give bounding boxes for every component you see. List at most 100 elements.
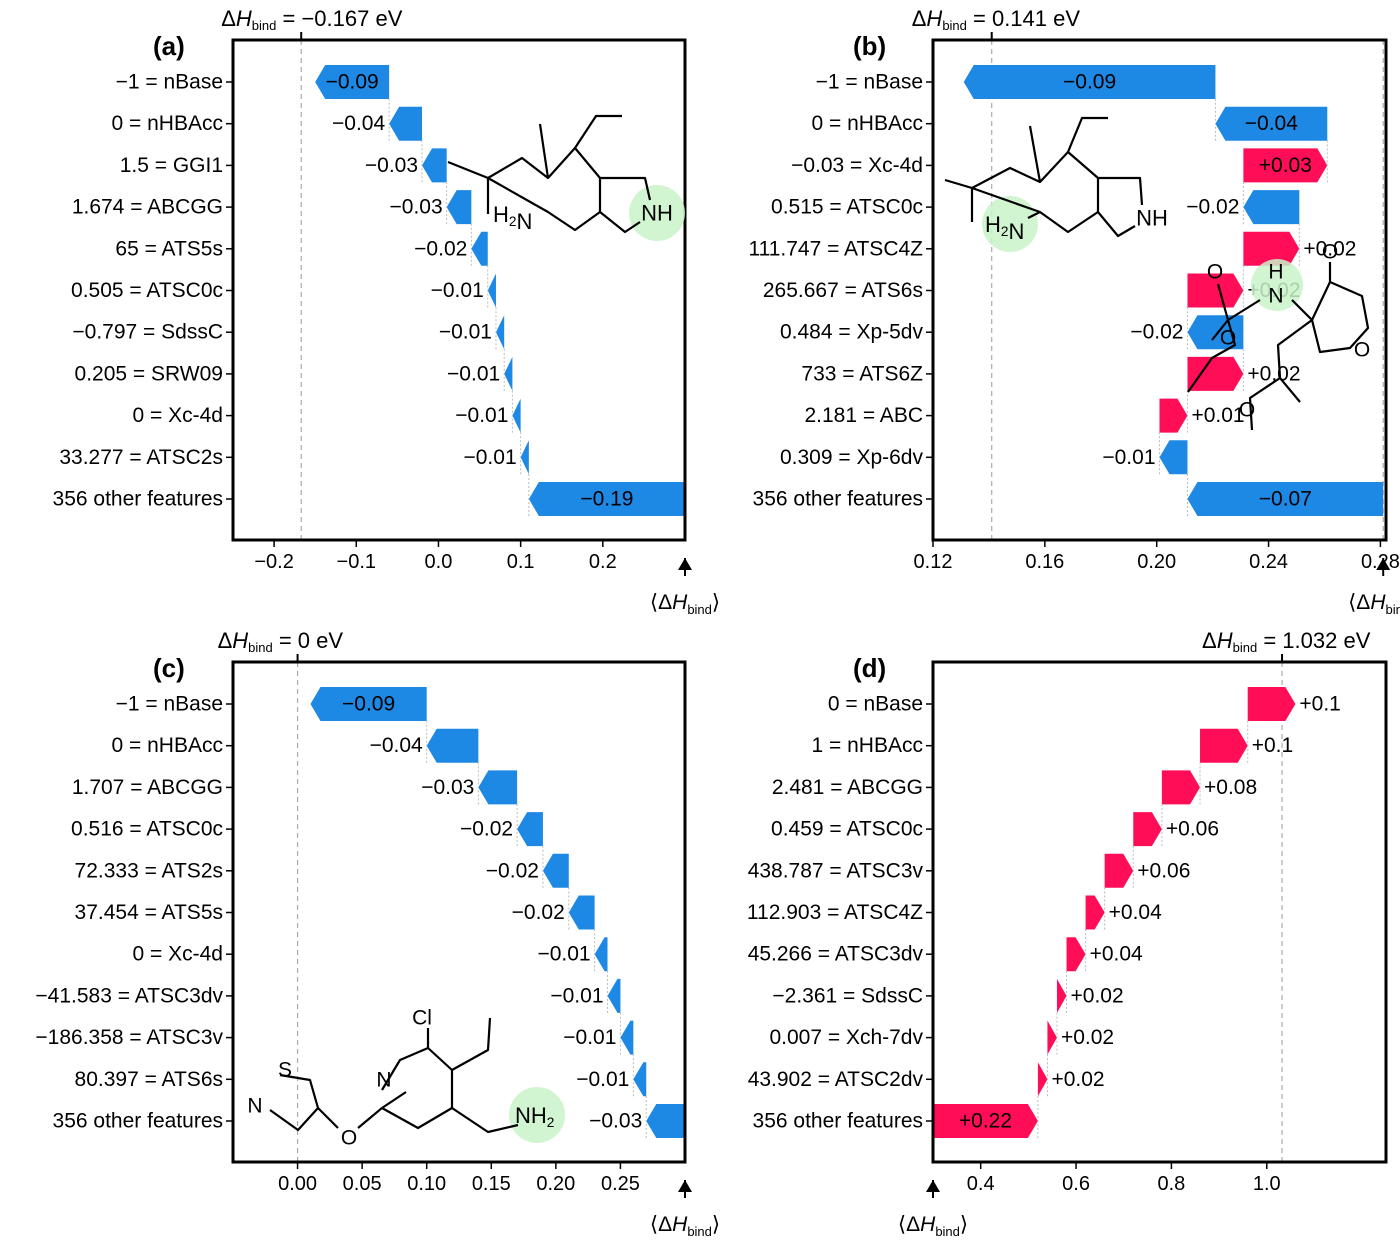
bar-value-label: +0.06 <box>1166 818 1219 841</box>
bar-value-label: −0.04 <box>332 112 385 135</box>
plot-frame <box>231 38 687 542</box>
feature-label: 0.505 = ATSC0c <box>71 279 223 302</box>
molecule-label: O <box>341 1127 357 1150</box>
feature-label: 265.667 = ATS6s <box>763 279 923 302</box>
bar-value-label: −0.01 <box>447 362 500 385</box>
x-tick-label: 0.4 <box>967 1173 995 1195</box>
bar-value-label: +0.1 <box>1252 734 1293 757</box>
waterfall-bar <box>422 148 447 183</box>
molecule-label: O <box>1220 327 1236 350</box>
waterfall-bar <box>1200 728 1248 763</box>
molecule-label: H2N <box>985 212 1024 244</box>
waterfall-bar <box>1187 482 1384 516</box>
feature-label: 0 = nBase <box>828 693 923 716</box>
feature-label: 0.459 = ATSC0c <box>771 818 923 841</box>
waterfall-bar <box>426 728 479 763</box>
waterfall-bar <box>542 853 569 888</box>
feature-label: −1 = nBase <box>116 693 223 716</box>
plot-frame <box>931 660 1388 1164</box>
waterfall-bar <box>633 1062 647 1097</box>
bar-value-label: −0.01 <box>563 1026 616 1049</box>
bar-value-label: −0.19 <box>580 488 633 511</box>
feature-label: 0 = nHBAcc <box>112 112 223 135</box>
bar-value-label: −0.03 <box>589 1110 642 1133</box>
feature-label: 2.481 = ABCGG <box>772 776 923 799</box>
x-tick-label: 0.05 <box>343 1173 382 1195</box>
waterfall-bar <box>620 1020 634 1055</box>
molecule-label: H <box>1268 261 1283 284</box>
waterfall-bar <box>1159 398 1188 433</box>
bar-value-label: +0.08 <box>1204 776 1257 799</box>
bar-value-label: +0.02 <box>1061 1026 1114 1049</box>
bar-value-label: −0.04 <box>370 734 423 757</box>
molecule-label: NH2 <box>515 1103 554 1130</box>
final-value-label: ΔHbind = 0 eV <box>218 628 344 655</box>
highlight-circle <box>509 1087 565 1143</box>
expected-value-label: ⟨ΔHbind⟩ <box>1348 591 1400 617</box>
feature-label: 0.515 = ATSC0c <box>771 196 923 219</box>
feature-label: −0.03 = Xc-4d <box>791 154 923 177</box>
feature-label: 111.747 = ATSC4Z <box>748 237 923 260</box>
x-tick-label: 0.20 <box>1137 551 1176 573</box>
waterfall-bar <box>478 770 518 805</box>
molecule-label: N <box>247 1095 262 1118</box>
x-tick-label: 0.20 <box>536 1173 575 1195</box>
molecule-bonds <box>1187 262 1370 431</box>
molecule-label: S <box>278 1059 292 1082</box>
molecule-label: O <box>1322 241 1338 264</box>
waterfall-bar <box>646 1104 685 1138</box>
feature-label: 33.277 = ATSC2s <box>59 446 223 469</box>
waterfall-bar <box>1243 148 1328 183</box>
waterfall-bar <box>1161 770 1201 805</box>
waterfall-bar <box>1243 231 1300 266</box>
feature-label: 0.205 = SRW09 <box>75 362 223 385</box>
panel-c: (c)ΔHbind = 0 eV−1 = nBase−0.090 = nHBAc… <box>35 628 720 1239</box>
bar-value-label: −0.01 <box>550 984 603 1007</box>
waterfall-bar <box>1066 937 1086 972</box>
molecule-bonds <box>944 116 1144 238</box>
waterfall-bar <box>389 106 423 141</box>
x-tick-label: 0.6 <box>1062 1173 1090 1195</box>
final-value-label: ΔHbind = 0.141 eV <box>912 6 1081 33</box>
molecule-label: O <box>1354 339 1370 362</box>
bar-value-label: −0.01 <box>576 1068 629 1091</box>
efx-arrowhead <box>926 1180 940 1192</box>
bar-value-label: +0.22 <box>959 1110 1012 1133</box>
x-tick-label: 0.15 <box>472 1173 511 1195</box>
bar-value-label: −0.01 <box>439 321 492 344</box>
waterfall-bar <box>1104 853 1134 888</box>
feature-label: 37.454 = ATS5s <box>75 901 223 924</box>
waterfall-bar <box>1215 106 1328 141</box>
panel-d: (d)ΔHbind = 1.032 eV0 = nBase+0.11 = nHB… <box>747 628 1388 1239</box>
feature-label: 65 = ATS5s <box>115 237 223 260</box>
bar-value-label: +0.04 <box>1090 943 1143 966</box>
waterfall-bar <box>963 65 1216 99</box>
feature-label: 1.5 = GGI1 <box>120 154 223 177</box>
waterfall-bar <box>1133 812 1162 847</box>
bar-value-label: −0.02 <box>512 901 565 924</box>
molecule-bonds <box>447 114 652 234</box>
feature-label: 112.903 = ATSC4Z <box>747 901 923 924</box>
x-tick-label: 0.8 <box>1158 1173 1186 1195</box>
efx-arrowhead <box>678 558 692 570</box>
bar-value-label: +0.02 <box>1303 237 1356 260</box>
feature-label: 0.484 = Xp-5dv <box>780 321 924 344</box>
bar-value-label: +0.03 <box>1259 154 1312 177</box>
molecule-label: NH <box>641 201 673 226</box>
efx-arrowhead <box>678 1180 692 1192</box>
molecule-label: Cl <box>412 1007 432 1030</box>
feature-label: −1 = nBase <box>816 71 923 94</box>
feature-label: 43.902 = ATSC2dv <box>748 1068 924 1091</box>
feature-label: −1 = nBase <box>116 71 223 94</box>
waterfall-bar <box>504 356 513 391</box>
feature-label: 2.181 = ABC <box>804 404 923 427</box>
feature-label: −0.797 = SdssC <box>72 321 223 344</box>
bar-value-label: −0.09 <box>1063 71 1116 94</box>
plot-frame <box>931 38 1388 542</box>
bar-value-label: −0.03 <box>365 154 418 177</box>
feature-label: 72.333 = ATS2s <box>75 859 223 882</box>
feature-label: −41.583 = ATSC3dv <box>35 984 223 1007</box>
bar-value-label: −0.02 <box>1186 196 1239 219</box>
